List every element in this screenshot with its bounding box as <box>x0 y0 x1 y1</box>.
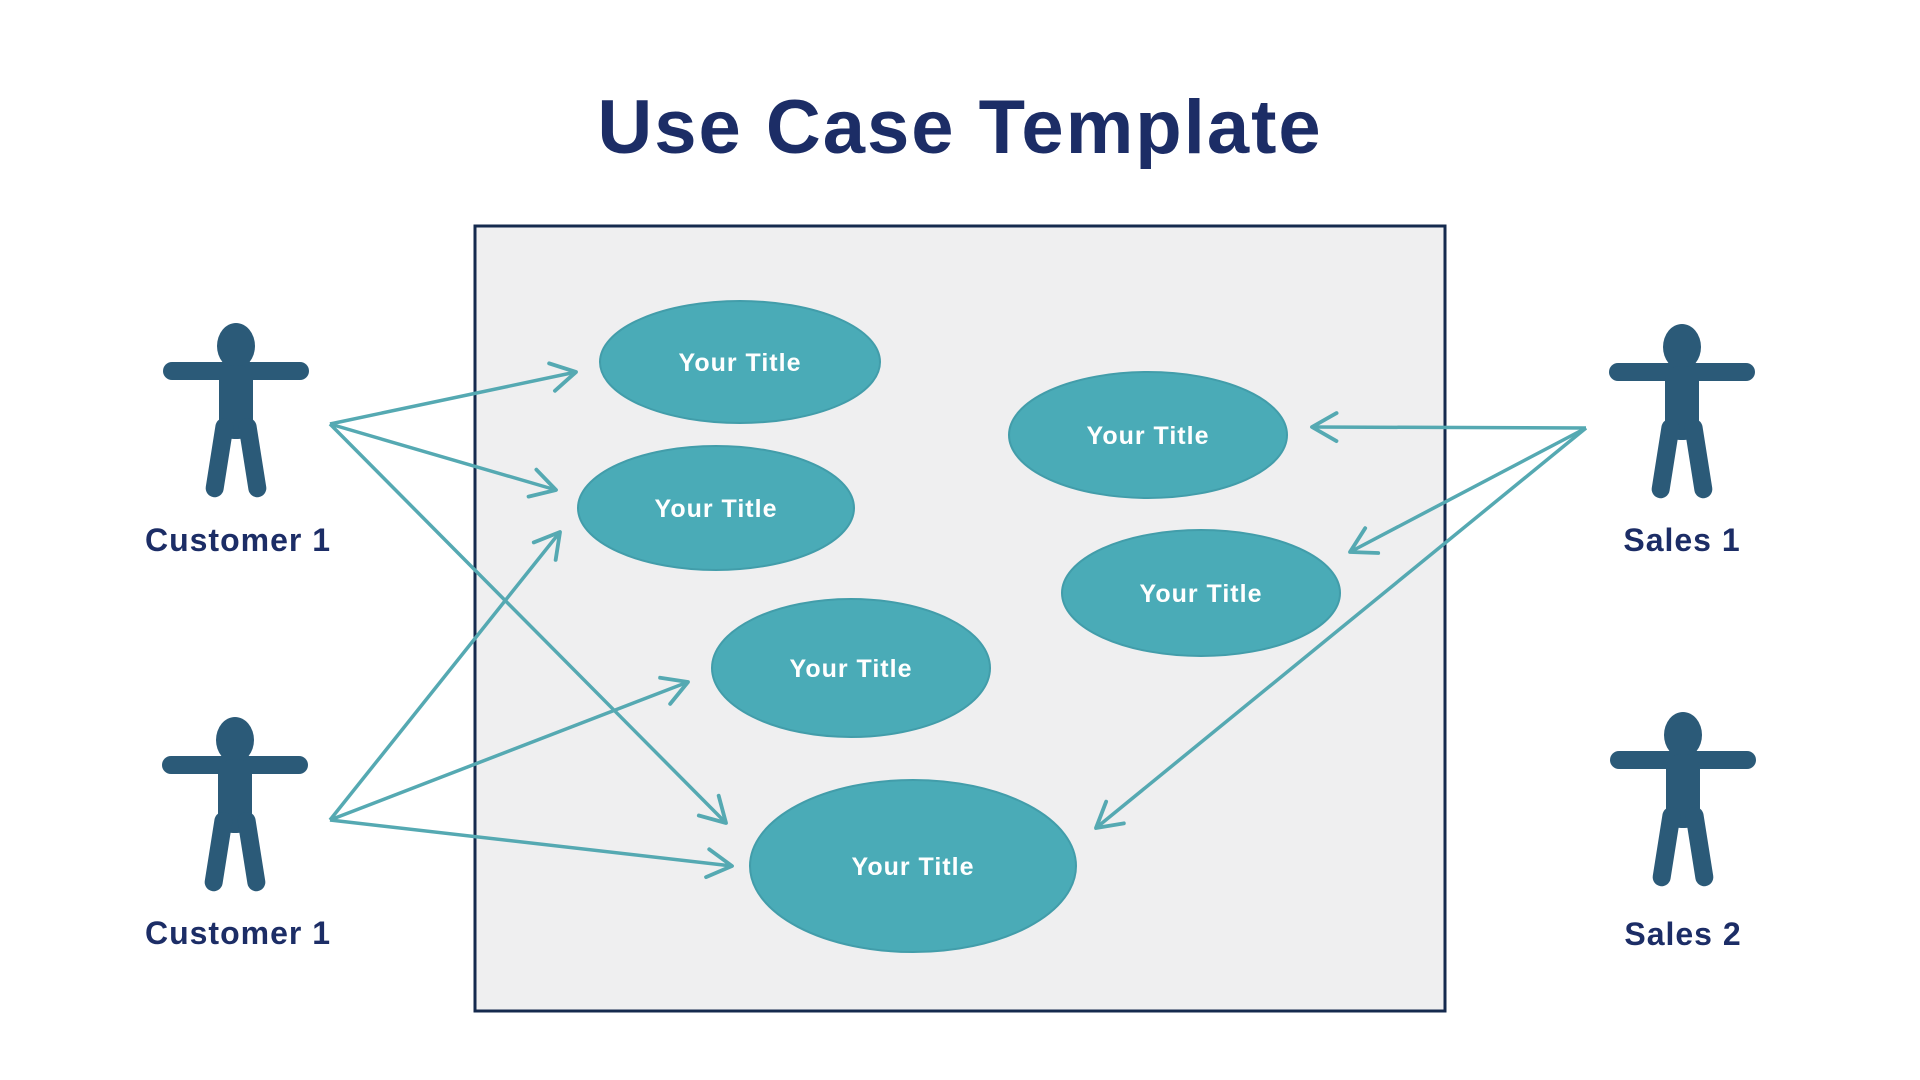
actor-customer-1-bottom: Customer 1 <box>145 717 331 951</box>
use-case-6: Your Title <box>749 779 1077 953</box>
use-case-3: Your Title <box>711 598 991 738</box>
actor-customer-1-top: Customer 1 <box>145 323 331 558</box>
use-case-4: Your Title <box>1008 371 1288 499</box>
use-case-ellipse <box>1008 371 1288 499</box>
person-icon <box>162 717 308 893</box>
association-arrow-9 <box>1094 426 1588 830</box>
person-icon <box>163 323 309 499</box>
use-case-2: Your Title <box>577 445 855 571</box>
association-arrow-7 <box>1310 411 1587 444</box>
use-case-ellipse <box>599 300 881 424</box>
use-case-ellipse <box>711 598 991 738</box>
association-arrow-8 <box>1348 426 1587 555</box>
use-case-1: Your Title <box>599 300 881 424</box>
association-arrow-4 <box>328 530 562 822</box>
person-icon <box>1610 712 1756 888</box>
association-arrow-5 <box>329 675 690 822</box>
use-case-ellipse <box>577 445 855 571</box>
actor-label: Sales 1 <box>1623 522 1740 558</box>
association-arrow-1 <box>329 361 578 426</box>
actor-label: Sales 2 <box>1624 916 1741 952</box>
actor-label: Customer 1 <box>145 915 331 951</box>
association-arrow-2 <box>329 422 558 499</box>
use-case-ellipse <box>1061 529 1341 657</box>
person-icon <box>1609 324 1755 500</box>
use-case-label: Your Title <box>790 655 913 683</box>
use-case-ellipse <box>749 779 1077 953</box>
use-case-label: Your Title <box>1140 580 1263 608</box>
page-title: Use Case Template <box>597 85 1322 170</box>
actor-sales-2: Sales 2 <box>1610 712 1756 952</box>
use-case-label: Your Title <box>655 495 778 523</box>
use-case-label: Your Title <box>1087 422 1210 450</box>
association-arrow-6 <box>329 818 734 880</box>
actor-sales-1: Sales 1 <box>1609 324 1755 558</box>
use-case-label: Your Title <box>852 853 975 881</box>
use-case-5: Your Title <box>1061 529 1341 657</box>
actor-label: Customer 1 <box>145 522 331 558</box>
use-case-label: Your Title <box>679 349 802 377</box>
association-arrow-3 <box>328 422 728 825</box>
